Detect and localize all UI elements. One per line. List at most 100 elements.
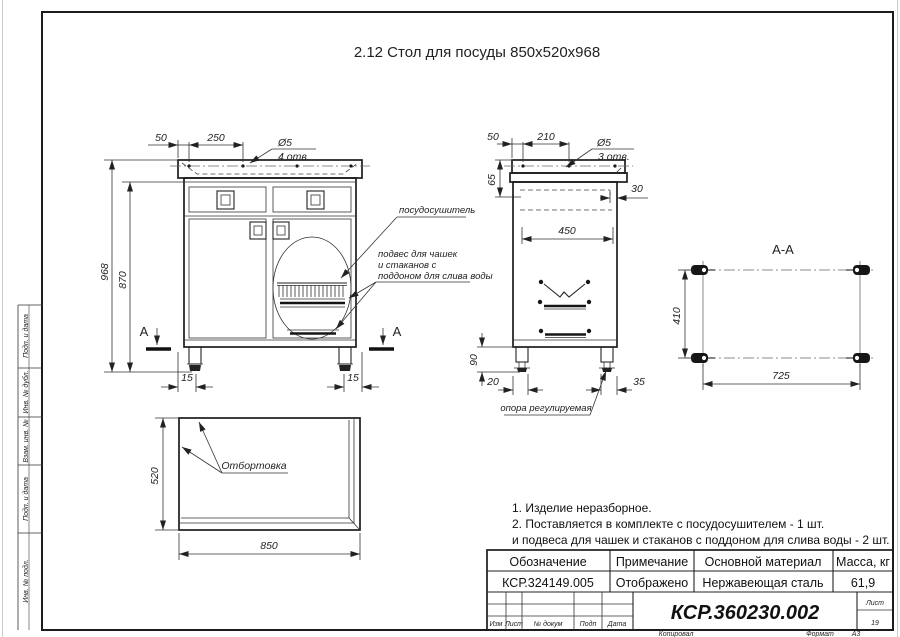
sheet-number: 19 [871, 620, 879, 627]
front-top-dims: 50 250 Ø5 4 отв. [148, 132, 316, 164]
section-title: А-А [772, 242, 794, 257]
side-leg-back [599, 346, 615, 372]
front-door-handle-left [249, 221, 267, 240]
sheet-label: Лист [865, 600, 884, 607]
front-tabletop-holes [187, 164, 353, 168]
notes: 1. Изделие неразборное. 2. Поставляется … [512, 501, 889, 547]
leg-marker-top-left [691, 265, 715, 275]
callout-flange: Отбортовка [221, 460, 286, 472]
title-block: Обозначение Примечание Основной материал… [486, 549, 894, 631]
side-dim90: 90 [468, 333, 520, 386]
front-leg-left [187, 346, 203, 371]
side-dim65: 65 [486, 159, 521, 198]
side-dim-210: 210 [536, 131, 555, 143]
rev-col-data: Дата [607, 621, 627, 628]
bottom-dim-520: 520 [149, 467, 161, 485]
drawing-frame [41, 11, 894, 631]
front-callouts: посудосушитель подвес для чашек и стакан… [335, 205, 493, 330]
note-line-1: 1. Изделие неразборное. [512, 501, 652, 515]
col-designation: Обозначение [509, 555, 586, 569]
front-hole-count: 4 отв. [278, 151, 310, 163]
front-door-right [272, 218, 352, 339]
side-hole-count: 3 отв. [598, 151, 630, 163]
front-view: 50 250 Ø5 4 отв. 968 870 [99, 132, 493, 392]
copied-label: Копировал [659, 631, 694, 637]
note-value: Отображено [616, 576, 689, 590]
front-height-dims: 968 870 [99, 159, 192, 373]
bottom-view: Отбортовка 520 850 [149, 417, 361, 560]
side-dim-35: 35 [633, 376, 645, 388]
section-marker-right: А [369, 324, 402, 351]
side-leg-front [514, 346, 530, 372]
section-dim-410: 410 [671, 307, 683, 325]
side-dim-450: 450 [558, 225, 576, 237]
document-number: КСР.360230.002 [671, 602, 820, 624]
front-door-left [188, 218, 267, 339]
side-support-callout: опора регулируемая [500, 370, 607, 416]
side-view: 50 210 Ø5 3 отв. 65 30 [468, 131, 648, 416]
front-dim-250: 250 [206, 132, 225, 144]
section-marker-left: А [140, 324, 171, 351]
revision-grid: Изм Лист № докум Подп Дата [487, 592, 634, 630]
front-leg-right [337, 346, 353, 371]
rev-col-doc: № докум [534, 620, 563, 628]
front-dim-968: 968 [99, 263, 111, 281]
side-dim30: 30 [600, 183, 648, 203]
section-letter-left: А [140, 324, 149, 339]
note-line-3: и подвеса для чашек и стаканов с поддоно… [512, 533, 889, 547]
front-door-handle-right [272, 221, 290, 240]
section-view: А-А [671, 242, 876, 390]
side-hooks [537, 279, 592, 338]
leg-marker-bottom-left [691, 353, 715, 363]
rev-col-list: Лист [504, 621, 523, 628]
flange-callout: Отбортовка [181, 421, 288, 474]
page-title: 2.12 Стол для посуды 850х520х968 [354, 44, 600, 61]
side-dim-50: 50 [487, 131, 499, 143]
front-dim-15-left: 15 [181, 372, 193, 384]
margin-cell-4: Подп. и дата [22, 477, 30, 521]
callout-dryer: посудосушитель [399, 205, 475, 216]
front-drawer-handle-left [216, 190, 235, 210]
callout-support: опора регулируемая [500, 403, 591, 414]
tabletop-plan [178, 417, 361, 531]
side-hole-dia: Ø5 [596, 137, 611, 149]
front-drawer-right [272, 186, 352, 213]
side-dim-20: 20 [486, 376, 499, 388]
col-note: Примечание [616, 555, 688, 569]
leg-marker-top-right [846, 265, 870, 275]
leg-marker-bottom-right [846, 353, 870, 363]
margin-column: Подп. и дата Инв. № дубл. Взам. инв. № П… [17, 304, 42, 630]
bottom-view-dims: 520 850 [149, 417, 361, 560]
rev-col-podp: Подп [580, 620, 597, 628]
front-dim-15-right: 15 [347, 372, 359, 384]
callout-hanger-1: подвес для чашек [378, 249, 458, 260]
front-cutaway-dryer [272, 236, 352, 340]
side-dim450: 450 [521, 225, 614, 244]
material-value: Нержавеющая сталь [702, 576, 823, 590]
front-cabinet-body [183, 177, 357, 348]
note-line-2: 2. Поставляется в комплекте с посудосуши… [512, 517, 824, 531]
col-mass: Масса, кг [836, 555, 890, 569]
callout-hanger-3: поддоном для слива воды [378, 271, 493, 282]
footer-strip: Копировал Формат А3 [659, 631, 861, 637]
section-dims: 725 410 [671, 269, 861, 390]
side-cabinet-body [512, 181, 618, 348]
front-drawer-left [188, 186, 267, 213]
bottom-dim-850: 850 [260, 540, 278, 552]
front-hole-dia: Ø5 [277, 137, 292, 149]
side-tabletop-flange [509, 172, 628, 183]
mass-value: 61,9 [851, 576, 875, 590]
margin-cell-1: Подп. и дата [22, 314, 30, 358]
side-dim-90: 90 [468, 354, 480, 366]
section-dim-725: 725 [772, 370, 790, 382]
side-dim-30: 30 [631, 183, 643, 195]
side-bottom-dims: 20 35 [486, 374, 645, 395]
rev-col-izm: Изм [490, 621, 503, 628]
margin-cell-2: Инв. № дубл. [22, 370, 30, 413]
col-material: Основной материал [705, 555, 822, 569]
front-dim-870: 870 [117, 271, 129, 289]
format-value: А3 [851, 631, 861, 637]
